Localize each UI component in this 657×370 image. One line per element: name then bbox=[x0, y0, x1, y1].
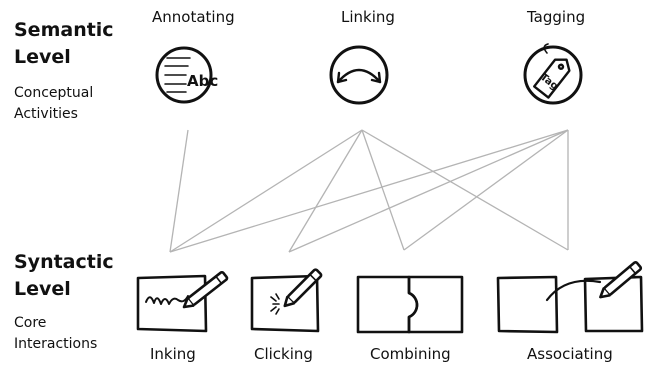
semantic-level-subtitle-line2: Activities bbox=[14, 106, 78, 122]
interaction-label-clicking: Clicking bbox=[254, 345, 313, 363]
activity-label-tagging: Tagging bbox=[527, 8, 586, 26]
annotation-glyph: Abc bbox=[187, 72, 218, 90]
activity-label-linking: Linking bbox=[341, 8, 395, 26]
syntactic-level-title-line1: Syntactic bbox=[14, 251, 114, 273]
semantic-level-title-line2: Level bbox=[14, 46, 71, 68]
activity-label-annotating: Annotating bbox=[152, 8, 235, 26]
connector-tagging-inking bbox=[169, 129, 569, 253]
interaction-label-combining: Combining bbox=[370, 345, 451, 363]
connector-tagging-combining bbox=[403, 129, 569, 251]
connector-lines bbox=[169, 129, 569, 253]
syntactic-level-subtitle-line2: Interactions bbox=[14, 336, 98, 352]
semantic-level-title-line1: Semantic bbox=[14, 19, 114, 41]
syntactic-level-subtitle-line1: Core bbox=[14, 315, 47, 331]
syntactic-level-title-line2: Level bbox=[14, 278, 71, 300]
connector-tagging-clicking bbox=[288, 129, 569, 253]
connector-annotating-inking bbox=[169, 129, 189, 253]
tag-icon: Tag bbox=[523, 43, 583, 105]
connector-linking-combining bbox=[361, 129, 405, 251]
connector-linking-inking bbox=[169, 129, 363, 253]
pen-tap-icon bbox=[250, 268, 323, 333]
bidirectional-arrow-icon bbox=[329, 45, 389, 105]
pen-scribble-icon bbox=[136, 270, 229, 333]
interaction-label-inking: Inking bbox=[150, 345, 196, 363]
interaction-label-associating: Associating bbox=[527, 345, 613, 363]
pen-link-icon bbox=[496, 261, 644, 334]
semantic-level-subtitle-line1: Conceptual bbox=[14, 85, 94, 101]
puzzle-pieces-icon bbox=[356, 275, 464, 334]
connector-linking-clicking bbox=[288, 129, 363, 253]
tag-glyph: Tag bbox=[538, 72, 560, 93]
connector-linking-associating bbox=[361, 129, 569, 251]
annotation-icon: Abc bbox=[155, 46, 218, 104]
